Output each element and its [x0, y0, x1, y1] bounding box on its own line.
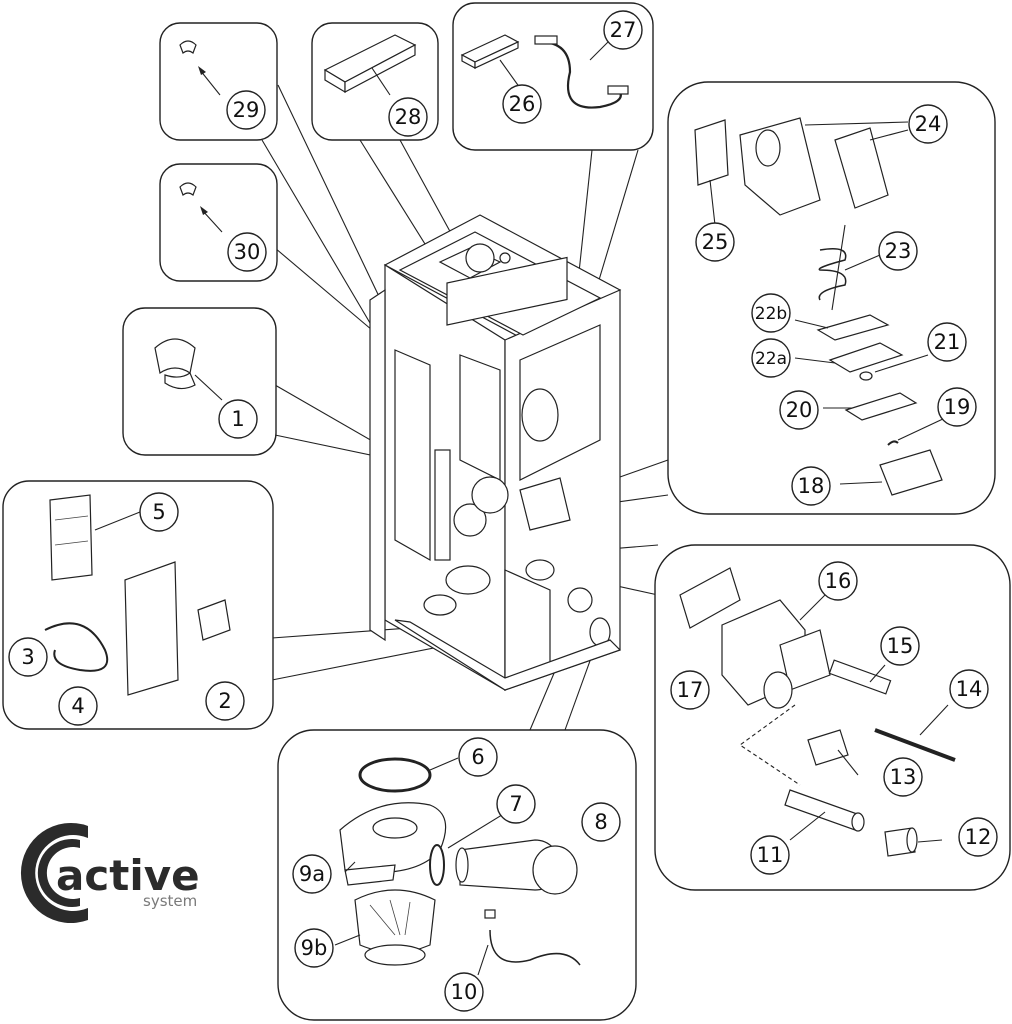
svg-text:4: 4 [71, 694, 84, 718]
callout-25: 25 [695, 222, 735, 262]
svg-text:23: 23 [885, 239, 912, 263]
svg-text:20: 20 [786, 398, 813, 422]
svg-text:17: 17 [677, 678, 704, 702]
svg-text:18: 18 [798, 474, 825, 498]
svg-text:26: 26 [509, 92, 536, 116]
callout-21: 21 [927, 322, 967, 362]
callout-13: 13 [883, 757, 923, 797]
stove-assembly [369, 214, 622, 692]
svg-text:6: 6 [471, 745, 484, 769]
svg-text:8: 8 [594, 810, 607, 834]
callout-24: 24 [908, 104, 948, 144]
callout-28: 28 [388, 97, 428, 137]
svg-text:22a: 22a [755, 349, 787, 369]
callout-23: 23 [878, 231, 918, 271]
box-part-6-10: 6 7 8 9a 9b 10 [277, 729, 637, 1021]
callout-11: 11 [750, 835, 790, 875]
callout-18: 18 [791, 466, 831, 506]
svg-text:15: 15 [887, 634, 914, 658]
box-part-30: 30 [159, 163, 278, 282]
callout-9b: 9b [294, 928, 334, 968]
svg-text:3: 3 [21, 645, 34, 669]
box-part-11-17: 11 12 13 14 15 16 17 [654, 544, 1011, 891]
svg-text:29: 29 [233, 98, 260, 122]
svg-text:30: 30 [234, 240, 261, 264]
svg-text:28: 28 [395, 105, 422, 129]
callout-22b: 22b [751, 293, 791, 333]
logo-ring [20, 823, 88, 923]
svg-text:11: 11 [757, 843, 784, 867]
callout-17: 17 [670, 670, 710, 710]
callout-4: 4 [58, 686, 98, 726]
callout-19: 19 [937, 387, 977, 427]
callout-6: 6 [458, 737, 498, 777]
callout-27: 27 [603, 10, 643, 50]
svg-text:21: 21 [934, 330, 961, 354]
callout-30: 30 [227, 232, 267, 272]
callout-12: 12 [958, 817, 998, 857]
callout-5: 5 [139, 492, 179, 532]
callout-8: 8 [581, 802, 621, 842]
svg-text:19: 19 [944, 395, 971, 419]
callout-20: 20 [779, 390, 819, 430]
box-part-26-27: 26 27 [452, 2, 654, 151]
callout-26: 26 [502, 84, 542, 124]
svg-text:22b: 22b [755, 304, 787, 324]
svg-text:27: 27 [610, 18, 637, 42]
svg-text:9b: 9b [301, 936, 328, 960]
logo-word: active [56, 851, 200, 900]
callout-9a: 9a [292, 854, 332, 894]
svg-text:25: 25 [702, 230, 729, 254]
callout-15: 15 [880, 626, 920, 666]
svg-text:5: 5 [152, 500, 165, 524]
svg-text:16: 16 [825, 569, 852, 593]
callout-14: 14 [949, 669, 989, 709]
svg-text:1: 1 [231, 407, 244, 431]
box-part-29: 29 [159, 22, 278, 141]
logo-sub: system [143, 892, 197, 910]
svg-text:12: 12 [965, 825, 992, 849]
svg-text:2: 2 [218, 689, 231, 713]
svg-text:10: 10 [451, 980, 478, 1004]
callout-7: 7 [496, 784, 536, 824]
svg-text:7: 7 [509, 792, 522, 816]
callout-16: 16 [818, 561, 858, 601]
svg-text:13: 13 [890, 765, 917, 789]
callout-29: 29 [226, 90, 266, 130]
svg-text:14: 14 [956, 677, 983, 701]
callout-22a: 22a [751, 338, 791, 378]
box-part-28: 28 [311, 22, 439, 141]
callout-1: 1 [218, 399, 258, 439]
box-part-2-5: 2 3 4 5 [2, 480, 274, 730]
callout-3: 3 [8, 637, 48, 677]
box-part-18-25: 18 19 20 21 22a 22b 23 24 [667, 81, 996, 515]
callout-2: 2 [205, 681, 245, 721]
callout-10: 10 [444, 972, 484, 1012]
active-system-logo: active system [20, 823, 200, 923]
svg-text:9a: 9a [299, 862, 325, 886]
svg-text:24: 24 [915, 112, 942, 136]
box-part-1: 1 [122, 307, 277, 456]
